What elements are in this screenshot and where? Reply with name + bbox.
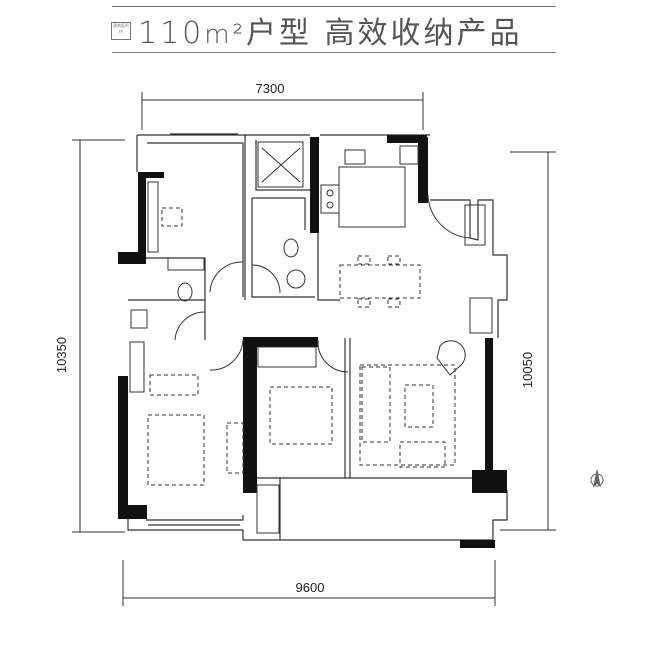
- armchair: [399, 441, 446, 468]
- dim-right: 10050: [520, 352, 535, 388]
- furniture: [147, 207, 456, 486]
- area-unit: m²: [204, 20, 247, 50]
- north-compass-icon: [590, 469, 604, 488]
- top-rule: [112, 6, 556, 7]
- washbasin: [286, 269, 306, 289]
- fixtures: [129, 141, 493, 534]
- washing-machine: [130, 309, 148, 329]
- lounge-chair: [436, 340, 466, 376]
- bed-master: [269, 386, 333, 445]
- dim-left: 10350: [54, 337, 69, 373]
- title-text: 户型 高效收纳产品: [246, 16, 523, 51]
- shower: [257, 141, 304, 188]
- door-entry: [427, 194, 471, 239]
- area-value: 110: [138, 16, 205, 51]
- door-bedroom2: [317, 339, 349, 373]
- dim-top: 7300: [256, 81, 285, 96]
- dim-bottom: 9600: [296, 580, 325, 595]
- living-area: [359, 364, 456, 466]
- kitchen-sink: [344, 149, 366, 165]
- door-wc: [251, 264, 281, 294]
- toilet: [283, 238, 299, 258]
- wardrobe-left: [129, 341, 145, 393]
- door-bath: [209, 261, 244, 293]
- toilet-2: [177, 282, 193, 302]
- storage-cabinet: [147, 181, 159, 253]
- sofa: [361, 366, 391, 443]
- door-bath2: [174, 311, 206, 341]
- walls: [118, 135, 507, 548]
- tv-cabinet: [226, 422, 244, 474]
- kitchen-counter: [338, 166, 406, 228]
- wardrobe-master: [257, 346, 317, 368]
- header: 建筑面积约 110m²户型 高效收纳产品: [0, 0, 660, 60]
- dimension-lines: [72, 92, 556, 606]
- page-title: 110m²户型 高效收纳产品: [138, 8, 523, 52]
- coffee-table: [404, 384, 434, 428]
- stove: [320, 184, 340, 214]
- bottom-rule: [112, 52, 556, 53]
- doors: [174, 194, 471, 373]
- door-bedroom1: [209, 339, 244, 371]
- bed-second: [147, 414, 205, 486]
- balcony-laundry: [256, 484, 280, 534]
- desk: [149, 374, 199, 396]
- storage-table: [161, 207, 183, 227]
- area-badge: 建筑面积约: [111, 22, 131, 40]
- dining-table: [339, 264, 421, 299]
- wall-outlines: [118, 133, 508, 541]
